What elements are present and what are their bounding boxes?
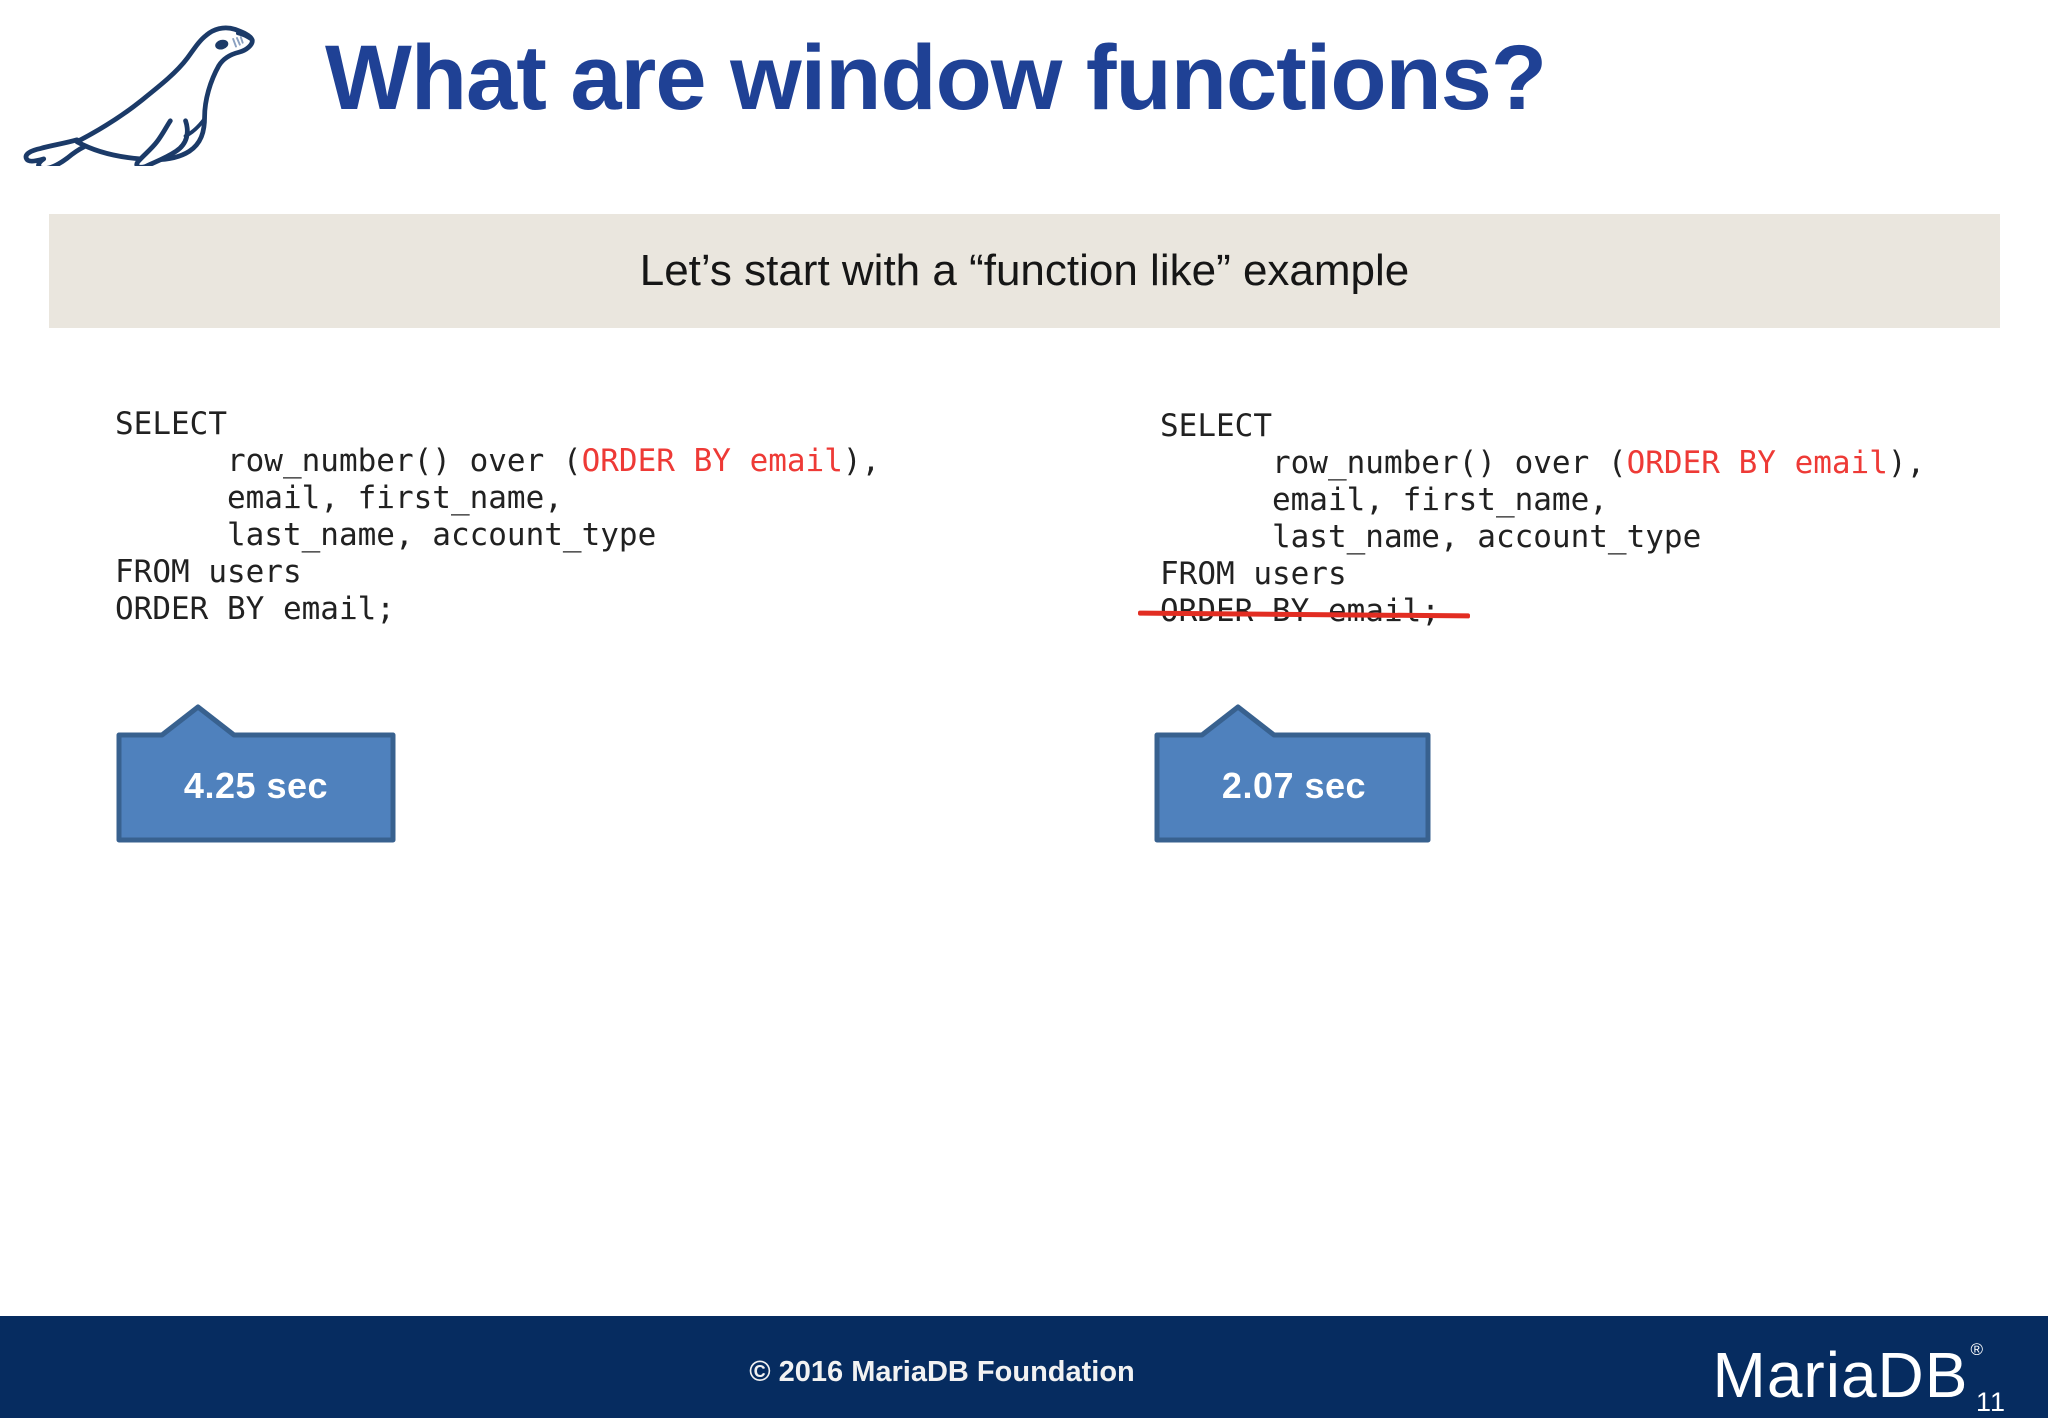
code-red-keyword: ORDER BY email [581, 443, 843, 479]
code-line: row_number() over (ORDER BY email), [1160, 445, 1925, 482]
code-segment: ), [1887, 445, 1926, 481]
code-line: SELECT [115, 406, 227, 442]
code-line: SELECT [1160, 408, 1272, 444]
subtitle-text: Let’s start with a “function like” examp… [639, 246, 1410, 295]
timing-callout-left: 4.25 sec [116, 703, 396, 843]
timing-label: 4.25 sec [183, 765, 329, 806]
brand-text: MariaDB [1712, 1339, 1969, 1411]
code-segment: row_number() over ( [115, 443, 582, 479]
code-line: email, first_name, [1160, 482, 1608, 518]
page-number: 11 [1975, 1387, 2006, 1417]
code-line: row_number() over (ORDER BY email), [115, 443, 880, 480]
code-segment: row_number() over ( [1160, 445, 1627, 481]
copyright-text: © 2016 MariaDB Foundation [749, 1356, 1135, 1388]
code-line: FROM users [115, 554, 302, 590]
mariadb-seal-logo [23, 25, 255, 166]
sql-query-right: SELECT row_number() over (ORDER BY email… [1160, 408, 1925, 630]
registered-mark: ® [1970, 1340, 1984, 1359]
code-line: last_name, account_type [1160, 519, 1702, 555]
timing-label: 2.07 sec [1221, 765, 1367, 806]
code-line: FROM users [1160, 556, 1347, 592]
code-line: email, first_name, [115, 480, 563, 516]
code-red-keyword: ORDER BY email [1626, 445, 1888, 481]
sql-query-left: SELECT row_number() over (ORDER BY email… [115, 406, 880, 628]
subtitle-banner: Let’s start with a “function like” examp… [49, 214, 2000, 328]
mariadb-wordmark: MariaDB® 11 [1712, 1338, 2013, 1417]
code-line: ORDER BY email; [115, 591, 395, 627]
timing-callout-right: 2.07 sec [1154, 703, 1434, 843]
code-line: last_name, account_type [115, 517, 657, 553]
callout-shape [116, 704, 396, 843]
footer-bar: © 2016 MariaDB Foundation MariaDB® 11 [0, 1316, 2048, 1418]
callout-shape [1154, 704, 1431, 843]
page-title: What are window functions? [325, 27, 1547, 129]
code-segment: ), [842, 443, 881, 479]
